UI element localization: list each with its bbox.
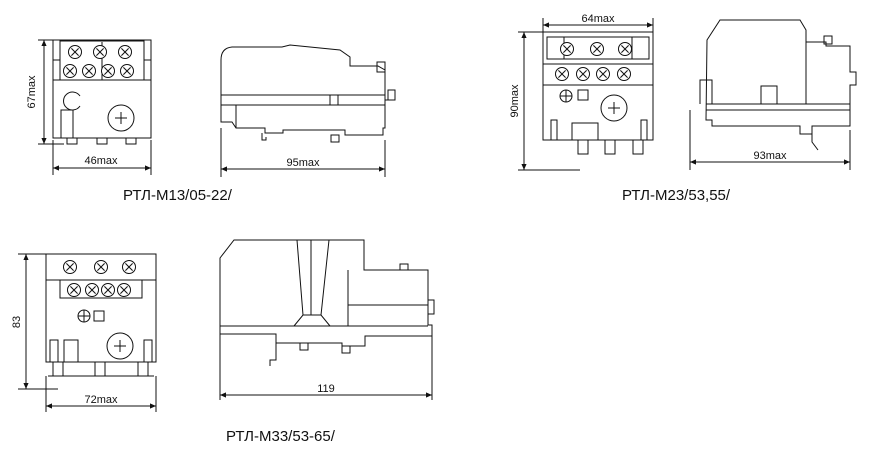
screw-icon	[101, 283, 115, 297]
m13-front-view	[52, 39, 152, 145]
screw-icon	[94, 260, 108, 274]
screw-icon	[596, 67, 610, 81]
screw-icon	[618, 42, 632, 56]
m33-side-width-label: 119	[317, 383, 335, 395]
screw-icon	[118, 45, 132, 59]
screw-icon	[68, 45, 82, 59]
screw-icon	[576, 67, 590, 81]
screw-icon	[120, 64, 134, 78]
m33-front-view	[45, 253, 157, 377]
screw-icon	[63, 64, 77, 78]
screw-icon	[560, 42, 574, 56]
screw-icon	[555, 67, 569, 81]
dial-icon	[63, 91, 81, 111]
m23-dims	[518, 18, 654, 171]
m23-side-dims	[689, 110, 851, 170]
screw-icon	[67, 283, 81, 297]
screw-icon	[82, 64, 96, 78]
m13-height-label: 67max	[26, 75, 38, 109]
screw-icon	[617, 67, 631, 81]
screw-icon	[93, 45, 107, 59]
screw-icon	[122, 260, 136, 274]
indicator-icon	[577, 89, 589, 101]
m33-dims	[18, 253, 157, 412]
m33-side-dims	[219, 334, 433, 400]
m23-side-width-label: 93max	[753, 150, 787, 162]
m23-caption: РТЛ-М23/53,55/	[622, 187, 731, 204]
adjust-screw-icon	[600, 94, 628, 122]
m13-dims	[38, 39, 152, 175]
screw-icon	[63, 260, 77, 274]
m23-height-label: 90max	[509, 84, 521, 118]
m13-side-dims	[220, 128, 386, 177]
m13-side-width-label: 95max	[286, 157, 320, 169]
m23-side-view	[699, 19, 857, 151]
screw-icon	[590, 42, 604, 56]
screw-icon	[85, 283, 99, 297]
screw-icon	[117, 283, 131, 297]
m13-side-view	[220, 44, 396, 143]
indicator-icon	[93, 310, 105, 322]
m33-caption: РТЛ-М33/53-65/	[226, 428, 335, 445]
m33-side-view	[219, 239, 435, 366]
m13-front-width-label: 46max	[84, 155, 118, 167]
m23-front-width-label: 64max	[581, 13, 615, 25]
m23-front-view	[542, 31, 654, 155]
adjust-screw-icon	[107, 104, 135, 132]
m33-height-label: 83	[11, 316, 23, 328]
m33-front-width-label: 72max	[84, 394, 118, 406]
adjust-screw-icon	[106, 332, 134, 360]
m13-caption: РТЛ-М13/05-22/	[123, 187, 232, 204]
screw-icon	[101, 64, 115, 78]
